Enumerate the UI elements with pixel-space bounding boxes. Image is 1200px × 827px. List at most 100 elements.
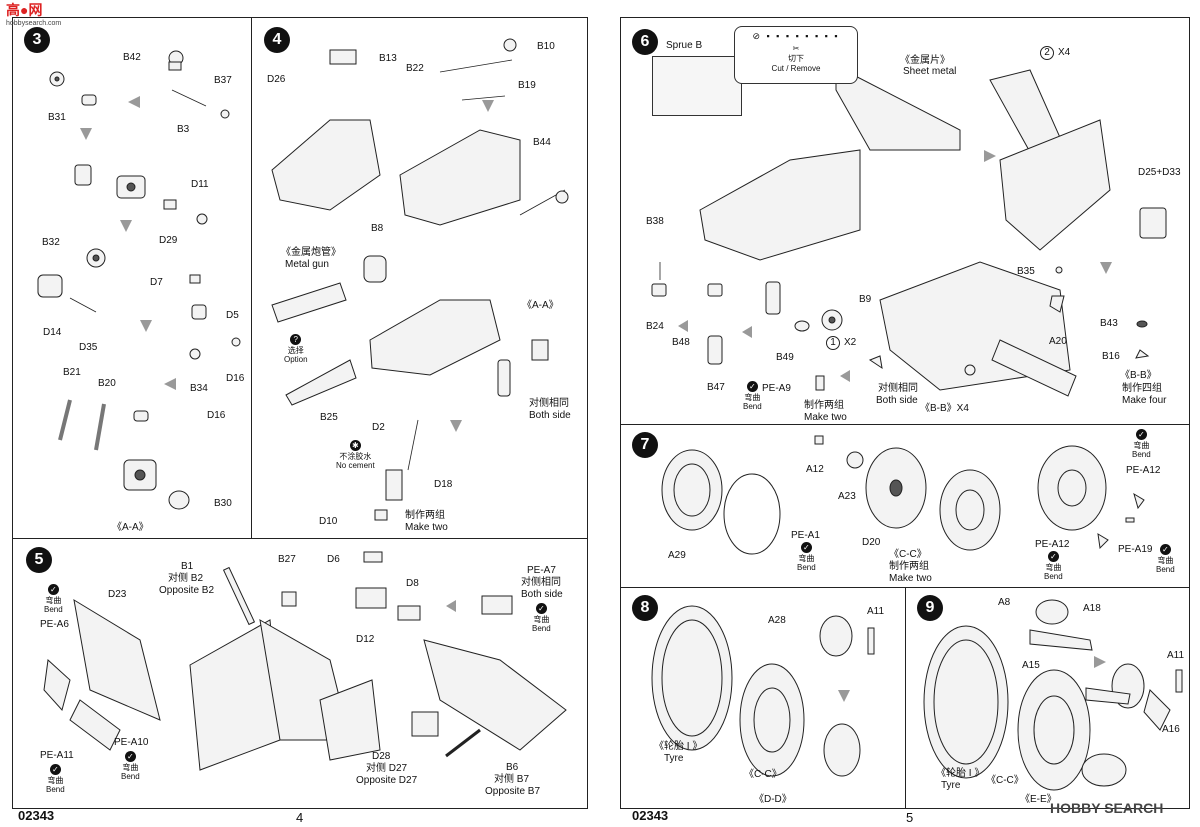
bend-note-5d: ✓ 弯曲 Bend xyxy=(46,764,65,794)
watermark-text: HOBBY SEARCH xyxy=(1050,800,1164,816)
option-cn: 选择 xyxy=(287,346,304,355)
label-b19: B19 xyxy=(518,80,536,91)
bend-icon: ✓ xyxy=(1135,429,1147,440)
label-a15: A15 xyxy=(1022,660,1040,671)
bend-icon: ✓ xyxy=(1159,544,1171,555)
label-b1: B1 xyxy=(181,561,194,572)
label-b25: B25 xyxy=(320,412,338,423)
label-b13: B13 xyxy=(379,53,397,64)
label-opp-b7-cn: 对侧 B7 xyxy=(494,774,530,785)
label-b34: B34 xyxy=(190,383,208,394)
label-d16-b: D16 xyxy=(207,410,226,421)
label-b10: B10 xyxy=(537,41,555,52)
label-pe-a9: PE-A9 xyxy=(762,383,791,394)
sprue-b-diagram xyxy=(652,56,742,116)
step9-drawings xyxy=(923,599,1183,791)
label-b31: B31 xyxy=(48,112,66,123)
label-opp-b2: Opposite B2 xyxy=(159,585,215,596)
circled-2: 2 xyxy=(1040,46,1054,60)
tyre-8: Tyre xyxy=(664,753,684,764)
bend-cn: 弯曲 xyxy=(1045,563,1062,572)
label-pe-a12-b: PE-A12 xyxy=(1035,539,1070,550)
make-two-cn-6: 制作两组 xyxy=(804,400,844,411)
bend-cn: 弯曲 xyxy=(1133,441,1150,450)
step3-drawings xyxy=(37,50,241,510)
label-opp-d27: Opposite D27 xyxy=(356,775,418,786)
tyre-cn-8: 《轮胎 I 》 xyxy=(654,741,703,752)
label-d5: D5 xyxy=(226,310,239,321)
bend-en: Bend xyxy=(44,605,63,614)
step4-number: 4 xyxy=(264,27,290,53)
site-logo-text: 高●网 xyxy=(6,2,43,18)
bend-note-7c: ✓ 弯曲 Bend xyxy=(1044,551,1063,581)
label-d6: D6 xyxy=(327,554,340,565)
label-b35: B35 xyxy=(1017,266,1035,277)
x2-label: X2 xyxy=(844,337,857,348)
step8-drawings xyxy=(651,605,875,777)
label-b37: B37 xyxy=(214,75,232,86)
cut-icon: ✂ xyxy=(792,44,800,53)
no-cement-en: No cement xyxy=(336,461,375,470)
watermark: HOBBY SEARCH xyxy=(1050,800,1163,816)
both-side-5: Both side xyxy=(521,589,563,600)
label-b24: B24 xyxy=(646,321,664,332)
bend-note-7d: ✓ 弯曲 Bend xyxy=(1156,544,1175,574)
both-side-4: Both side xyxy=(529,410,571,421)
footer-right-page: 5 xyxy=(906,810,914,825)
label-b16: B16 xyxy=(1102,351,1120,362)
bend-note-5c: ✓ 弯曲 Bend xyxy=(121,751,140,781)
metal-gun: Metal gun xyxy=(285,259,329,270)
step4-panel xyxy=(251,17,588,539)
bend-note-7b: ✓ 弯曲 Bend xyxy=(797,542,816,572)
bend-icon: ✓ xyxy=(800,542,812,553)
view-cc-8: 《C-C》 xyxy=(744,769,782,780)
bend-icon: ✓ xyxy=(1047,551,1059,562)
label-b47: B47 xyxy=(707,382,725,393)
site-logo: 高●网 hobbysearch.com xyxy=(6,0,61,27)
label-d11: D11 xyxy=(191,179,209,190)
bend-en: Bend xyxy=(743,402,762,411)
label-a8: A8 xyxy=(998,597,1011,608)
label-b8: B8 xyxy=(371,223,384,234)
no-cement-icon: ✱ xyxy=(349,440,361,451)
label-d25-d33: D25+D33 xyxy=(1138,167,1181,178)
footer-left-code: 02343 xyxy=(18,808,55,823)
step9-number: 9 xyxy=(917,595,943,621)
label-b42: B42 xyxy=(123,52,141,63)
label-d16: D16 xyxy=(226,373,245,384)
make-two-cn-4: 制作两组 xyxy=(405,510,445,521)
bend-en: Bend xyxy=(46,785,65,794)
circled-1: 1 xyxy=(826,336,840,350)
label-d29: D29 xyxy=(159,235,178,246)
bend-cn: 弯曲 xyxy=(47,776,64,785)
label-d12: D12 xyxy=(356,634,375,645)
bend-en: Bend xyxy=(532,624,551,633)
circled-1-text: 1 xyxy=(830,337,836,348)
label-pe-a7: PE-A7 xyxy=(527,565,556,576)
bend-note-7a: ✓ 弯曲 Bend xyxy=(1132,429,1151,459)
sheet-metal-cn: 《金属片》 xyxy=(900,55,950,66)
make-two-6: Make two xyxy=(804,412,847,423)
sprue-marks: ⊘ ▪ ▪ ▪ ▪ ▪ ▪ ▪ ▪ xyxy=(752,31,840,41)
label-pe-a6: PE-A6 xyxy=(40,619,69,630)
no-cement-cn: 不涂胶水 xyxy=(339,452,372,461)
bend-en: Bend xyxy=(1044,572,1063,581)
label-b20: B20 xyxy=(98,378,116,389)
label-pe-a10: PE-A10 xyxy=(114,737,149,748)
label-a29: A29 xyxy=(668,550,686,561)
make-four-cn: 制作四组 xyxy=(1122,383,1162,394)
label-a20: A20 xyxy=(1049,336,1067,347)
label-d8: D8 xyxy=(406,578,419,589)
metal-gun-cn: 《金属炮管》 xyxy=(281,247,341,258)
bend-cn: 弯曲 xyxy=(798,554,815,563)
bend-icon: ✓ xyxy=(49,764,61,775)
bend-cn: 弯曲 xyxy=(744,393,761,402)
sprue-label: Sprue B xyxy=(666,40,703,51)
label-b21: B21 xyxy=(63,367,81,378)
cut-en: Cut / Remove xyxy=(771,64,821,73)
tyre-9: Tyre xyxy=(941,780,961,791)
option-note: ? 选择 Option xyxy=(284,334,308,364)
x4-label: X4 xyxy=(1058,47,1071,58)
label-d2: D2 xyxy=(372,422,385,433)
